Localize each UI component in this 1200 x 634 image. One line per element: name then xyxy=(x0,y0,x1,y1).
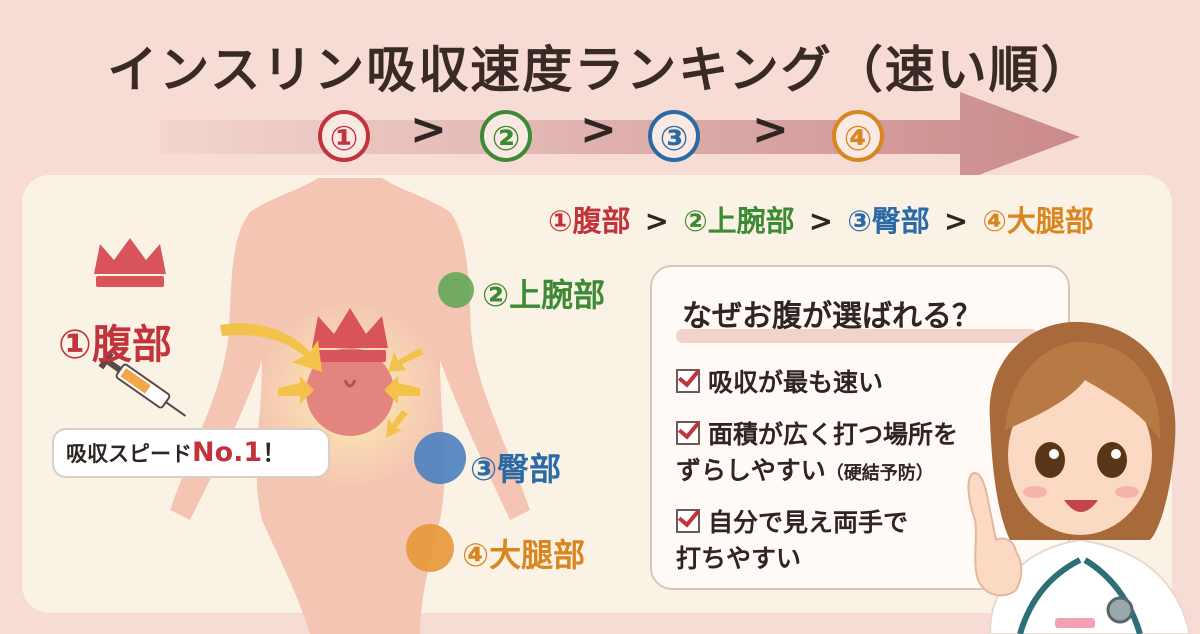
upper-arm-site-marker xyxy=(438,272,474,308)
syringe-icon xyxy=(98,351,187,417)
ranking-arrow xyxy=(160,92,1080,182)
abdomen-label: ①腹部 xyxy=(58,322,172,368)
thigh-site-marker xyxy=(406,524,454,572)
bubble-emphasis: No.1 xyxy=(192,437,263,468)
checkbox-icon xyxy=(676,369,700,393)
crown-icon xyxy=(94,238,166,287)
checkbox-icon xyxy=(676,509,700,533)
reason-item: 吸収が最も速い xyxy=(676,365,883,401)
reason-item: 面積が広く打つ場所を ずらしやすい（硬結予防） xyxy=(676,420,959,485)
thigh-label: ④大腿部 xyxy=(462,536,586,574)
order-separator: > xyxy=(808,204,834,238)
order-separator: > xyxy=(644,204,669,238)
order-item-abdomen: ①腹部 xyxy=(548,204,631,238)
order-line: ①腹部 > ②上腕部 > ③臀部 > ④大腿部 xyxy=(548,198,1098,240)
page-title: インスリン吸収速度ランキング（速い順） xyxy=(107,41,1093,99)
crown-icon xyxy=(312,308,388,362)
reason-card: なぜお腹が選ばれる？ 吸収が最も速い 面積が広く打つ場所を ずらしやすい（硬結予… xyxy=(650,265,1070,590)
checkbox-icon xyxy=(676,421,700,445)
arrow-icon xyxy=(220,323,424,438)
buttock-site-marker xyxy=(414,432,466,484)
buttock-label: ③臀部 xyxy=(470,450,562,488)
pointing-hand-icon xyxy=(967,472,1023,597)
upper-arm-label: ②上腕部 xyxy=(482,276,606,314)
title-highlight xyxy=(676,329,1038,343)
order-item-upper-arm: ②上腕部 xyxy=(683,204,795,238)
speed-bubble: 吸収スピードNo.1！ xyxy=(52,428,330,478)
abdomen-site-marker xyxy=(306,348,394,436)
bubble-text: 吸収スピード xyxy=(66,442,192,466)
reason-title: なぜお腹が選ばれる？ xyxy=(682,299,982,334)
order-separator: > xyxy=(943,204,969,238)
order-item-buttock: ③臀部 xyxy=(847,204,930,238)
reason-item: 自分で見え両手で 打ちやすい xyxy=(676,508,909,573)
bubble-tail: ！ xyxy=(262,439,287,467)
order-item-thigh: ④大腿部 xyxy=(982,204,1094,238)
